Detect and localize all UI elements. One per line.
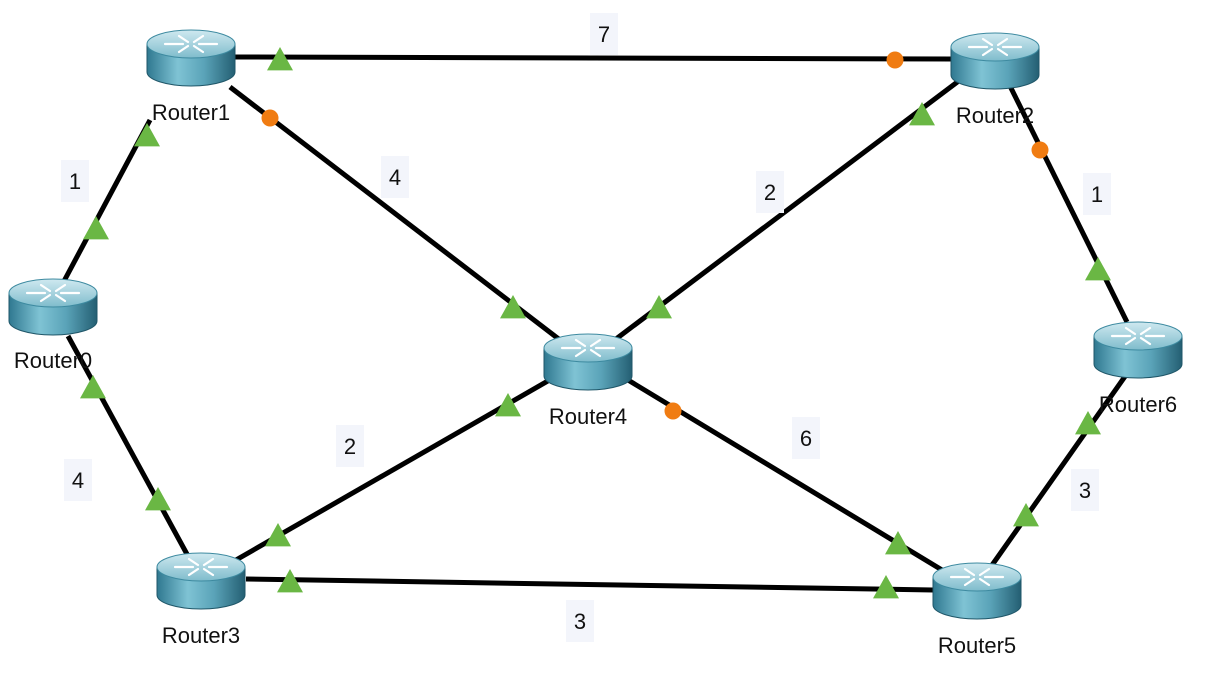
- router-label-r3: Router3: [162, 623, 240, 648]
- link-r2-r4-to-up-port-icon: [646, 295, 672, 319]
- link-r3-r5[interactable]: [245, 576, 934, 593]
- router-icon-r4[interactable]: [543, 333, 633, 391]
- link-r2-r6-to-up-port-icon: [1085, 257, 1111, 281]
- link-r2-r6[interactable]: [1007, 84, 1130, 324]
- router-label-r2: Router2: [956, 103, 1034, 128]
- link-r1-r4-to-up-port-icon: [500, 295, 526, 319]
- router-label-r5: Router5: [938, 633, 1016, 658]
- link-cost-value: 3: [1079, 478, 1091, 503]
- link-r2-r4-from-up-port-icon: [909, 102, 935, 126]
- router-icon-r2[interactable]: [950, 32, 1040, 90]
- router-icon-r5[interactable]: [932, 562, 1022, 620]
- link-r2-r6-from-blocking-port-icon: [1031, 141, 1049, 159]
- link-cost-background: [381, 156, 409, 198]
- link-r2-r4[interactable]: [610, 78, 962, 344]
- link-cost-r1-r4: 4: [381, 156, 409, 198]
- link-r1-r2-from-up-port-icon: [267, 47, 293, 71]
- link-cost-value: 7: [598, 22, 610, 47]
- router-icon-r1[interactable]: [146, 29, 236, 87]
- link-cost-background: [590, 13, 618, 55]
- link-r1-r4[interactable]: [228, 85, 562, 342]
- link-cost-background: [1071, 469, 1099, 511]
- link-r1-r2[interactable]: [234, 54, 954, 62]
- link-r4-r5-to-up-port-icon: [885, 531, 911, 555]
- link-r6-r5[interactable]: [987, 373, 1129, 570]
- link-cost-r2-r6: 1: [1083, 173, 1111, 215]
- router-label-r4: Router4: [549, 404, 627, 429]
- link-r0-r1[interactable]: [60, 118, 153, 285]
- router-icon-r6[interactable]: [1093, 321, 1183, 379]
- link-cost-r2-r4: 2: [756, 171, 784, 213]
- link-cost-layer: 1 7 4 2 1 4 2 6 3 3: [61, 13, 1111, 642]
- link-cost-background: [1083, 173, 1111, 215]
- link-cost-value: 1: [69, 169, 81, 194]
- link-cost-r3-r4: 2: [336, 425, 364, 467]
- link-cost-background: [64, 459, 92, 501]
- link-cost-value: 6: [800, 426, 812, 451]
- link-r6-r5-from-up-port-icon: [1075, 411, 1101, 435]
- link-cost-r3-r5: 3: [566, 600, 594, 642]
- port-status-layer: [80, 47, 1111, 599]
- link-r1-r2-to-blocking-port-icon: [886, 51, 904, 69]
- link-cost-r1-r2: 7: [590, 13, 618, 55]
- link-cost-r0-r3: 4: [64, 459, 92, 501]
- link-cost-background: [61, 160, 89, 202]
- links-layer: [60, 54, 1130, 593]
- link-cost-background: [756, 171, 784, 213]
- router-icon-r0[interactable]: [8, 278, 98, 336]
- link-cost-background: [792, 417, 820, 459]
- router-label-r1: Router1: [152, 100, 230, 125]
- link-r0-r3[interactable]: [65, 334, 191, 558]
- link-r1-r4-from-blocking-port-icon: [261, 109, 279, 127]
- link-r0-r1-from-up-port-icon: [83, 216, 109, 240]
- link-r3-r5-to-up-port-icon: [873, 575, 899, 599]
- link-r0-r3-from-up-port-icon: [80, 375, 106, 399]
- link-r6-r5-to-up-port-icon: [1013, 503, 1039, 527]
- link-r3-r5-from-up-port-icon: [277, 569, 303, 593]
- link-cost-r0-r1: 1: [61, 160, 89, 202]
- router-label-r6: Router6: [1099, 392, 1177, 417]
- router-label-r0: Router0: [14, 348, 92, 373]
- link-cost-value: 2: [344, 434, 356, 459]
- link-cost-r6-r5: 3: [1071, 469, 1099, 511]
- link-cost-value: 4: [72, 468, 84, 493]
- router-icon-r3[interactable]: [156, 552, 246, 610]
- link-r3-r4-from-up-port-icon: [265, 523, 291, 547]
- link-r0-r1-to-up-port-icon: [134, 123, 160, 147]
- link-cost-r4-r5: 6: [792, 417, 820, 459]
- link-cost-value: 3: [574, 609, 586, 634]
- link-r0-r3-to-up-port-icon: [145, 487, 171, 511]
- link-cost-background: [566, 600, 594, 642]
- link-cost-value: 4: [389, 165, 401, 190]
- link-r4-r5-from-blocking-port-icon: [664, 402, 682, 420]
- link-cost-background: [336, 425, 364, 467]
- link-cost-value: 2: [764, 180, 776, 205]
- link-r3-r4-to-up-port-icon: [495, 393, 521, 417]
- link-cost-value: 1: [1091, 182, 1103, 207]
